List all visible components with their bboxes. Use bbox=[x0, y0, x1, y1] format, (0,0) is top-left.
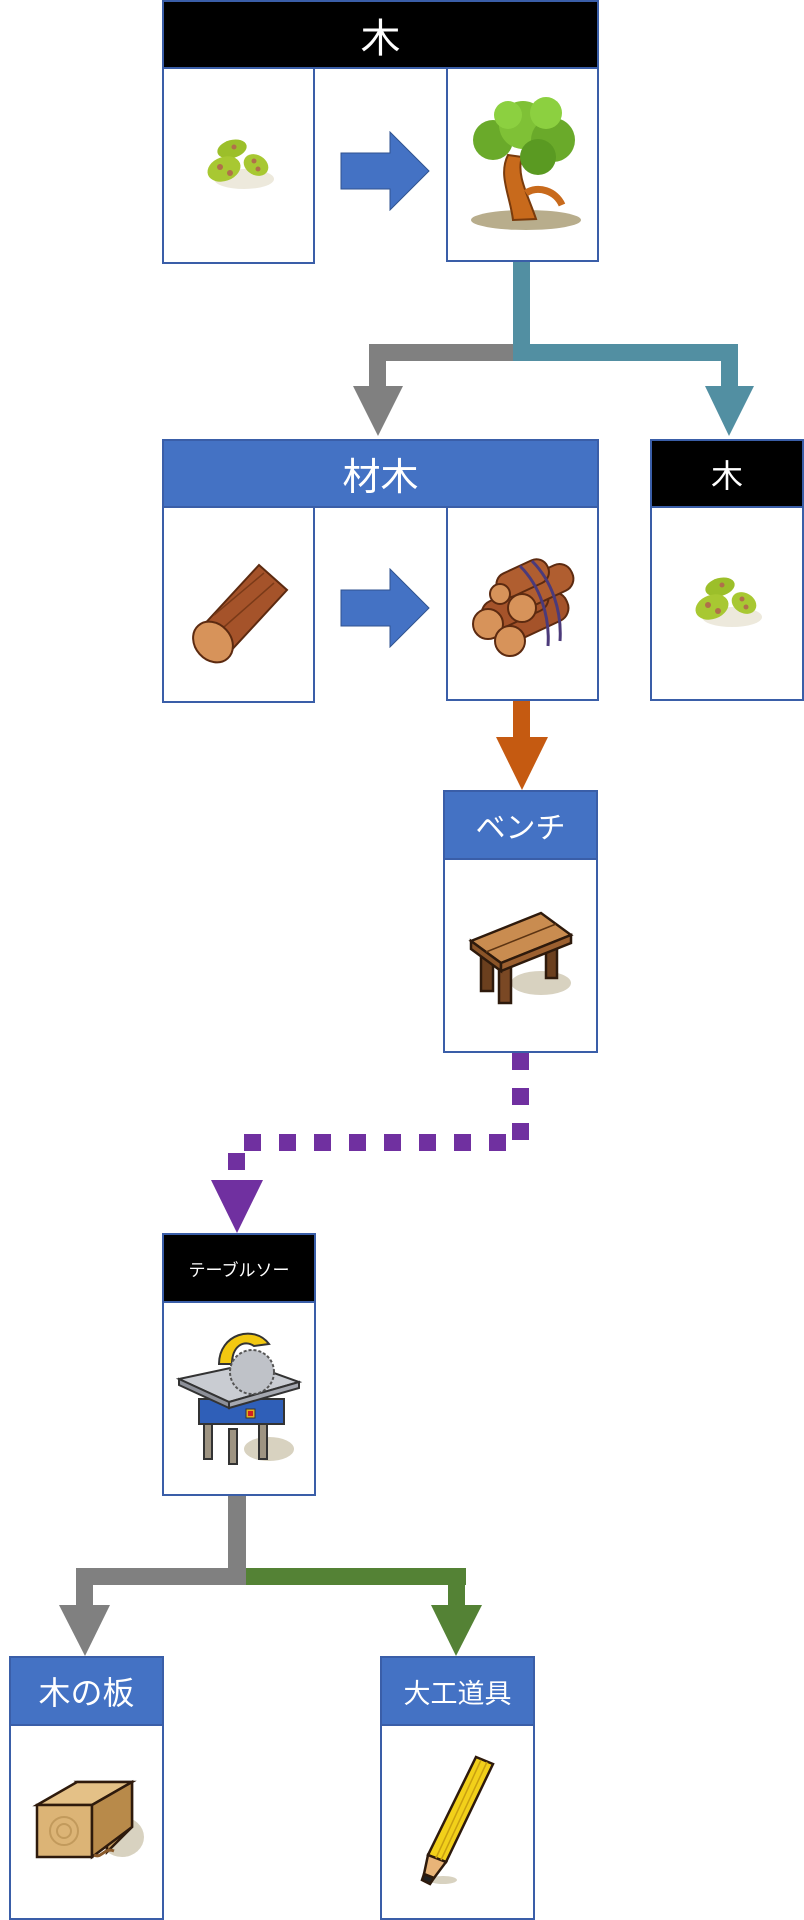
edge-tree-to-tree-seed bbox=[513, 262, 754, 436]
wood-plank-icon bbox=[31, 1779, 144, 1860]
tree-icon bbox=[470, 96, 581, 230]
input-slot bbox=[162, 506, 315, 703]
output-slot bbox=[446, 506, 599, 701]
node-title: テーブルソー bbox=[162, 1233, 316, 1303]
edge-table-saw-to-carpentry-tools bbox=[246, 1568, 482, 1656]
seeds-icon bbox=[695, 576, 762, 627]
table-saw-icon bbox=[175, 1332, 303, 1465]
log-bundle-icon bbox=[472, 558, 575, 657]
node-title: 材木 bbox=[162, 439, 599, 508]
item-slot bbox=[650, 506, 804, 701]
node-title: ベンチ bbox=[443, 790, 598, 860]
edge-bench-to-table-saw bbox=[211, 1053, 529, 1233]
seeds-icon bbox=[207, 138, 274, 189]
item-slot bbox=[380, 1724, 535, 1920]
node-title: 木 bbox=[162, 0, 599, 69]
pencil-icon bbox=[419, 1755, 495, 1886]
edge-table-saw-to-wood-plank bbox=[59, 1494, 246, 1656]
arrow-right-icon bbox=[340, 568, 430, 648]
node-title: 木 bbox=[650, 439, 804, 508]
input-slot bbox=[162, 67, 315, 264]
edge-tree-to-lumber bbox=[353, 344, 520, 436]
node-title: 大工道具 bbox=[380, 1656, 535, 1726]
item-slot bbox=[9, 1724, 164, 1920]
item-slot bbox=[443, 858, 598, 1053]
log-icon bbox=[191, 563, 288, 663]
node-title: 木の板 bbox=[9, 1656, 164, 1726]
bench-icon bbox=[467, 911, 574, 1004]
edge-lumber-to-bench bbox=[496, 700, 548, 790]
item-slot bbox=[162, 1301, 316, 1496]
output-slot bbox=[446, 67, 599, 262]
arrow-right-icon bbox=[340, 131, 430, 211]
